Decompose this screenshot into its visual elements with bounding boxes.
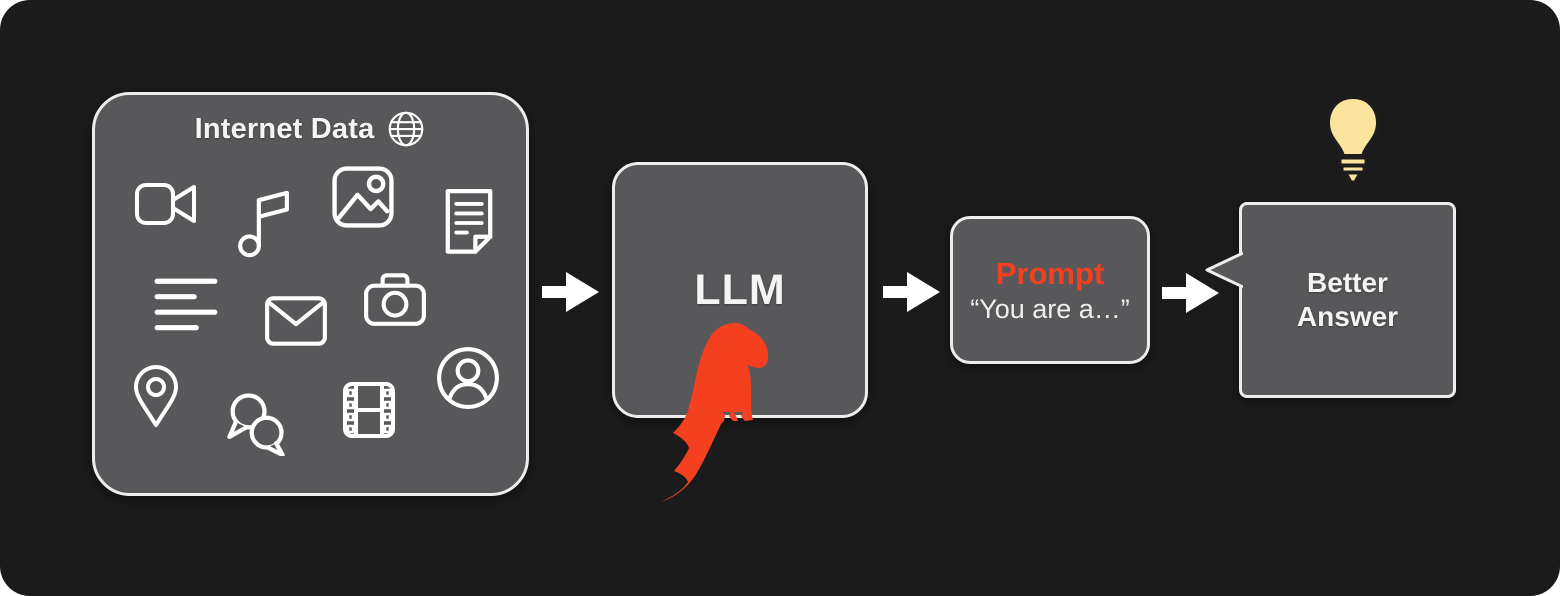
internet-data-box: Internet Data (92, 92, 529, 496)
chat-bubbles-icon (222, 388, 290, 456)
location-pin-icon (130, 363, 182, 431)
flow-arrow-icon (883, 272, 940, 312)
video-camera-icon (133, 178, 199, 230)
prompt-box: Prompt “You are a…” (950, 216, 1150, 364)
lightbulb-icon (1323, 94, 1383, 188)
prompt-title: Prompt (995, 255, 1105, 291)
parrot-icon (658, 321, 773, 507)
music-note-icon (235, 187, 291, 259)
flow-arrow-icon (542, 272, 599, 312)
text-lines-icon (153, 272, 219, 340)
camera-icon (362, 268, 428, 328)
film-icon (337, 378, 401, 442)
document-icon (438, 188, 500, 258)
image-icon (328, 162, 398, 232)
internet-data-label: Internet Data (194, 112, 375, 145)
llm-label: LLM (694, 265, 786, 314)
answer-line-1: Better (1307, 266, 1388, 298)
answer-bubble: Better Answer (1239, 202, 1456, 398)
prompt-quote: “You are a…” (970, 293, 1130, 324)
flow-arrow-icon (1162, 273, 1219, 313)
mail-icon (263, 293, 329, 349)
speech-bubble-tail (1199, 250, 1243, 290)
internet-data-title: Internet Data (95, 109, 526, 149)
user-icon (435, 345, 501, 411)
globe-icon (386, 109, 426, 149)
answer-line-2: Answer (1296, 301, 1399, 332)
